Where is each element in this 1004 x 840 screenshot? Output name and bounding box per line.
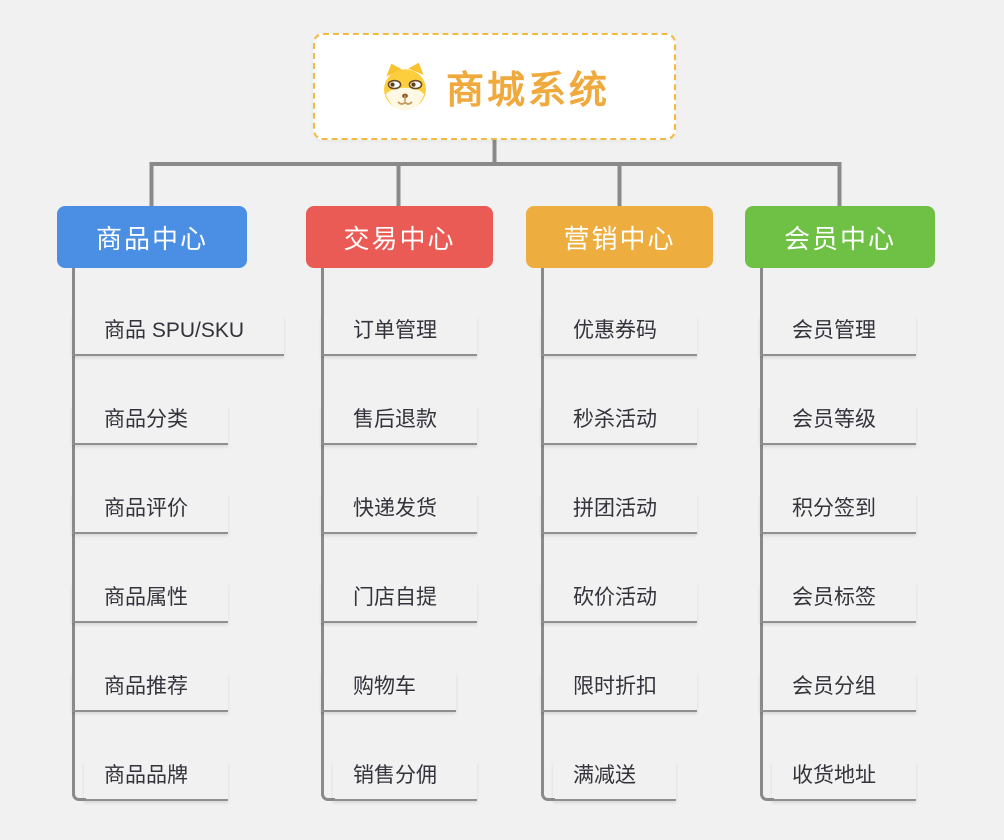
branch-trunk-line	[321, 268, 335, 801]
branch-trunk-line	[541, 268, 555, 801]
shiba-dog-icon	[384, 62, 426, 110]
mindmap-item[interactable]: 快递发货	[321, 494, 477, 534]
mindmap-item[interactable]: 购物车	[321, 672, 456, 712]
mindmap-item[interactable]: 会员标签	[760, 583, 916, 623]
mindmap-item[interactable]: 会员分组	[760, 672, 916, 712]
mindmap-item[interactable]: 商品分类	[72, 405, 228, 445]
mindmap-item[interactable]: 商品品牌	[84, 761, 228, 801]
root-node[interactable]: 商城系统	[313, 33, 676, 140]
mindmap-item[interactable]: 销售分佣	[333, 761, 477, 801]
mindmap-item[interactable]: 商品评价	[72, 494, 228, 534]
branch-product-center: 商品中心 商品 SPU/SKU 商品分类 商品评价 商品属性 商品推荐 商品品牌	[57, 0, 285, 840]
mindmap-item[interactable]: 满减送	[553, 761, 676, 801]
mindmap-item[interactable]: 会员等级	[760, 405, 916, 445]
mindmap-item[interactable]: 积分签到	[760, 494, 916, 534]
root-node-title: 商城系统	[445, 70, 610, 112]
branch-node-product-center[interactable]: 商品中心	[57, 206, 247, 268]
mindmap-item[interactable]: 收货地址	[772, 761, 916, 801]
branch-node-trade-center[interactable]: 交易中心	[306, 206, 493, 268]
mindmap-item[interactable]: 拼团活动	[541, 494, 697, 534]
branch-member-center: 会员中心 会员管理 会员等级 积分签到 会员标签 会员分组 收货地址	[745, 0, 935, 840]
branch-trunk-line	[72, 268, 86, 801]
mindmap-item[interactable]: 商品 SPU/SKU	[72, 316, 285, 356]
mindmap-item[interactable]: 商品属性	[72, 583, 228, 623]
mindmap-item[interactable]: 商品推荐	[72, 672, 228, 712]
mindmap-item[interactable]: 优惠券码	[541, 316, 697, 356]
branch-marketing-center: 营销中心 优惠券码 秒杀活动 拼团活动 砍价活动 限时折扣 满减送	[526, 0, 713, 840]
branch-trunk-line	[760, 268, 774, 801]
mindmap-item[interactable]: 门店自提	[321, 583, 477, 623]
mindmap-item[interactable]: 售后退款	[321, 405, 477, 445]
mindmap-item[interactable]: 限时折扣	[541, 672, 697, 712]
mindmap-item[interactable]: 会员管理	[760, 316, 916, 356]
branch-trade-center: 交易中心 订单管理 售后退款 快递发货 门店自提 购物车 销售分佣	[306, 0, 493, 840]
mindmap-item[interactable]: 订单管理	[321, 316, 477, 356]
mindmap-item[interactable]: 砍价活动	[541, 583, 697, 623]
branch-node-marketing-center[interactable]: 营销中心	[526, 206, 713, 268]
mindmap-item[interactable]: 秒杀活动	[541, 405, 697, 445]
branch-node-member-center[interactable]: 会员中心	[745, 206, 935, 268]
